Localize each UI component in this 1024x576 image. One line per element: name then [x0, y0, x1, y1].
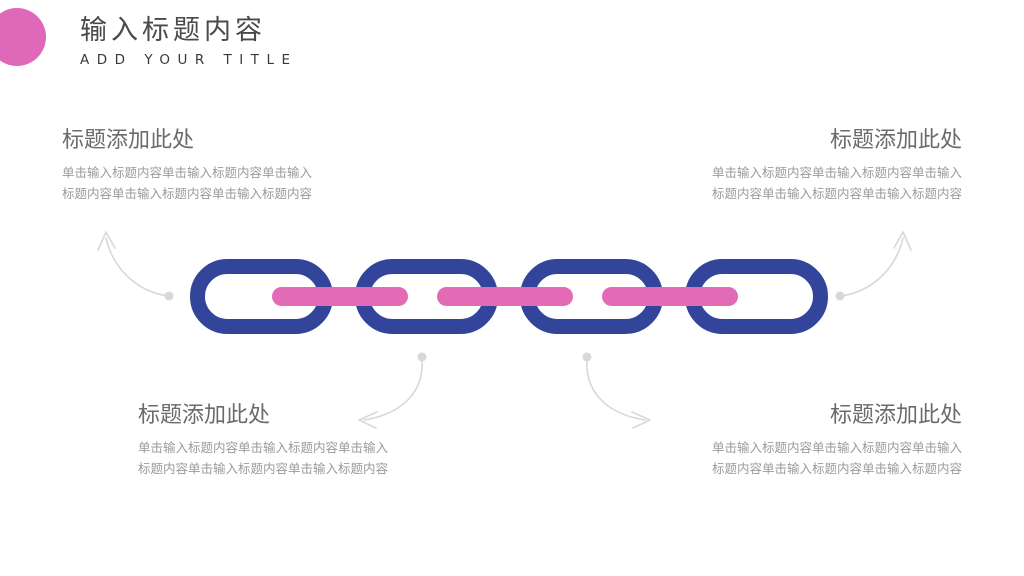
chain-links-group — [190, 259, 828, 334]
callout-arrow-top-left — [97, 231, 174, 301]
info-block-body-line-2: 标题内容单击输入标题内容单击输入标题内容 — [711, 186, 962, 201]
page-title: 输入标题内容 — [80, 15, 266, 46]
info-block-top-left: 标题添加此处 单击输入标题内容单击输入标题内容单击输入 标题内容单击输入标题内容… — [62, 126, 352, 204]
chain-connector-2 — [437, 287, 573, 306]
chain-link-3 — [520, 259, 663, 334]
info-block-top-right: 标题添加此处 单击输入标题内容单击输入标题内容单击输入 标题内容单击输入标题内容… — [672, 126, 962, 204]
callout-arrow-top-right — [835, 231, 912, 301]
info-block-body-line-1: 单击输入标题内容单击输入标题内容单击输入 — [711, 165, 962, 180]
info-block-body-line-1: 单击输入标题内容单击输入标题内容单击输入 — [138, 440, 389, 455]
info-block-heading: 标题添加此处 — [138, 403, 271, 428]
chain-link-1 — [190, 259, 333, 334]
callout-arrows-group — [97, 231, 912, 429]
callout-arrow-bottom-right — [582, 352, 651, 429]
info-block-body-line-2: 标题内容单击输入标题内容单击输入标题内容 — [711, 461, 962, 476]
info-block-body: 单击输入标题内容单击输入标题内容单击输入 标题内容单击输入标题内容单击输入标题内… — [672, 437, 962, 479]
chain-connector-3 — [602, 287, 738, 306]
header-text-group: 输入标题内容 ADD YOUR TITLE — [80, 14, 298, 70]
info-block-body-line-1: 单击输入标题内容单击输入标题内容单击输入 — [711, 440, 962, 455]
info-block-body-line-2: 标题内容单击输入标题内容单击输入标题内容 — [62, 186, 313, 201]
info-block-bottom-right: 标题添加此处 单击输入标题内容单击输入标题内容单击输入 标题内容单击输入标题内容… — [672, 401, 962, 479]
pink-circle-icon — [0, 8, 46, 66]
info-block-body: 单击输入标题内容单击输入标题内容单击输入 标题内容单击输入标题内容单击输入标题内… — [672, 162, 962, 204]
chain-link-4 — [685, 259, 828, 334]
info-block-body: 单击输入标题内容单击输入标题内容单击输入 标题内容单击输入标题内容单击输入标题内… — [138, 437, 428, 479]
page-subtitle: ADD YOUR TITLE — [80, 52, 298, 68]
info-block-body: 单击输入标题内容单击输入标题内容单击输入 标题内容单击输入标题内容单击输入标题内… — [62, 162, 352, 204]
slide-header: 输入标题内容 ADD YOUR TITLE — [0, 0, 1024, 90]
chain-connector-1 — [272, 287, 408, 306]
chain-connectors-group — [272, 287, 738, 306]
info-block-body-line-1: 单击输入标题内容单击输入标题内容单击输入 — [62, 165, 313, 180]
info-block-bottom-left: 标题添加此处 单击输入标题内容单击输入标题内容单击输入 标题内容单击输入标题内容… — [138, 401, 428, 479]
info-block-body-line-2: 标题内容单击输入标题内容单击输入标题内容 — [138, 461, 389, 476]
info-block-heading: 标题添加此处 — [829, 403, 962, 428]
chain-link-2 — [355, 259, 498, 334]
info-block-heading: 标题添加此处 — [829, 128, 962, 153]
info-block-heading: 标题添加此处 — [62, 128, 195, 153]
